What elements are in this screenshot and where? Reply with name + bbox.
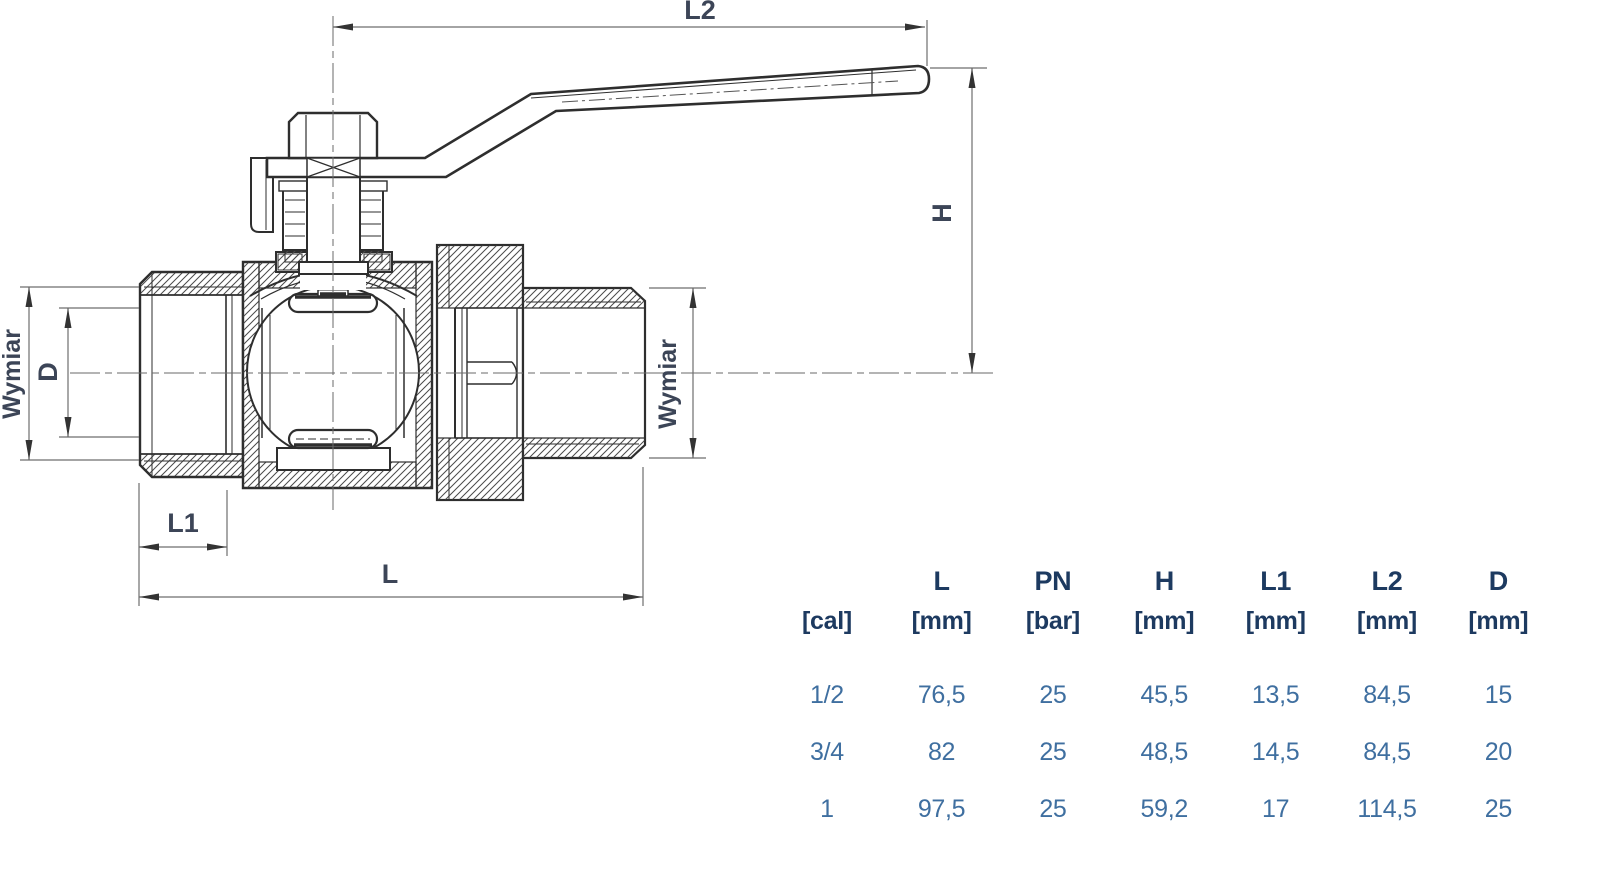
cell-l2: 84,5 [1363, 681, 1411, 709]
dim-label-l2: L2 [684, 0, 716, 25]
dimension-table: L PN H L1 L2 D [cal] [mm] [bar] [mm] [mm… [768, 552, 1554, 852]
cell-d: 25 [1484, 795, 1513, 823]
cell-pn: 25 [1039, 738, 1067, 766]
cell-l2: 114,5 [1357, 795, 1417, 823]
dimension-arrows [25, 23, 976, 601]
table-header-symbols: L PN H L1 L2 D [768, 564, 1554, 598]
handle-lever [265, 64, 931, 179]
header-d-symbol: D [1488, 566, 1509, 596]
cell-h: 48,5 [1140, 738, 1189, 766]
dim-label-wymiar-left: Wymiar [0, 329, 26, 419]
cell-l1: 14,5 [1251, 738, 1300, 766]
header-h-symbol: H [1154, 566, 1175, 596]
header-l1-symbol: L1 [1260, 566, 1292, 596]
left-port [138, 270, 245, 479]
header-d-unit: [mm] [1468, 607, 1529, 635]
cell-pn: 25 [1039, 681, 1067, 709]
header-cal-unit: [cal] [801, 607, 852, 635]
cell-pn: 25 [1039, 795, 1067, 823]
dim-label-l: L [382, 559, 399, 589]
cell-l1: 13,5 [1251, 681, 1300, 709]
cell-size: 1/2 [810, 681, 844, 709]
cell-l: 97,5 [917, 795, 966, 823]
table-header-units: [cal] [mm] [bar] [mm] [mm] [mm] [mm] [768, 604, 1554, 638]
header-l-unit: [mm] [911, 607, 972, 635]
header-l-symbol: L [933, 566, 950, 596]
cell-d: 15 [1484, 681, 1513, 709]
right-port [454, 286, 647, 460]
cell-l2: 84,5 [1363, 738, 1411, 766]
cell-l: 82 [927, 738, 956, 766]
header-pn-unit: [bar] [1025, 607, 1080, 635]
table-row: 3/4 82 25 48,5 14,5 84,5 20 [768, 735, 1554, 769]
header-pn-symbol: PN [1034, 566, 1072, 596]
cell-size: 3/4 [810, 738, 844, 766]
dim-label-d: D [33, 362, 63, 382]
dim-label-h: H [927, 203, 957, 223]
table-row: 1 97,5 25 59,2 17 114,5 25 [768, 792, 1554, 826]
centerlines [70, 16, 995, 510]
header-h-unit: [mm] [1134, 607, 1195, 635]
header-l2-symbol: L2 [1371, 566, 1403, 596]
header-l2-unit: [mm] [1357, 607, 1417, 635]
table-row: 1/2 76,5 25 45,5 13,5 84,5 15 [768, 678, 1554, 712]
header-cal-symbol [768, 564, 886, 598]
dimension-lines [20, 20, 987, 606]
dim-label-wymiar-right: Wymiar [654, 339, 682, 429]
cell-l1: 17 [1262, 795, 1290, 823]
valve-body [241, 260, 434, 490]
dim-label-l1: L1 [167, 508, 199, 538]
header-l1-unit: [mm] [1245, 607, 1306, 635]
cell-h: 59,2 [1140, 795, 1189, 823]
cell-h: 45,5 [1140, 681, 1189, 709]
cell-size: 1 [820, 795, 834, 823]
cell-l: 76,5 [917, 681, 966, 709]
cell-d: 20 [1484, 738, 1513, 766]
